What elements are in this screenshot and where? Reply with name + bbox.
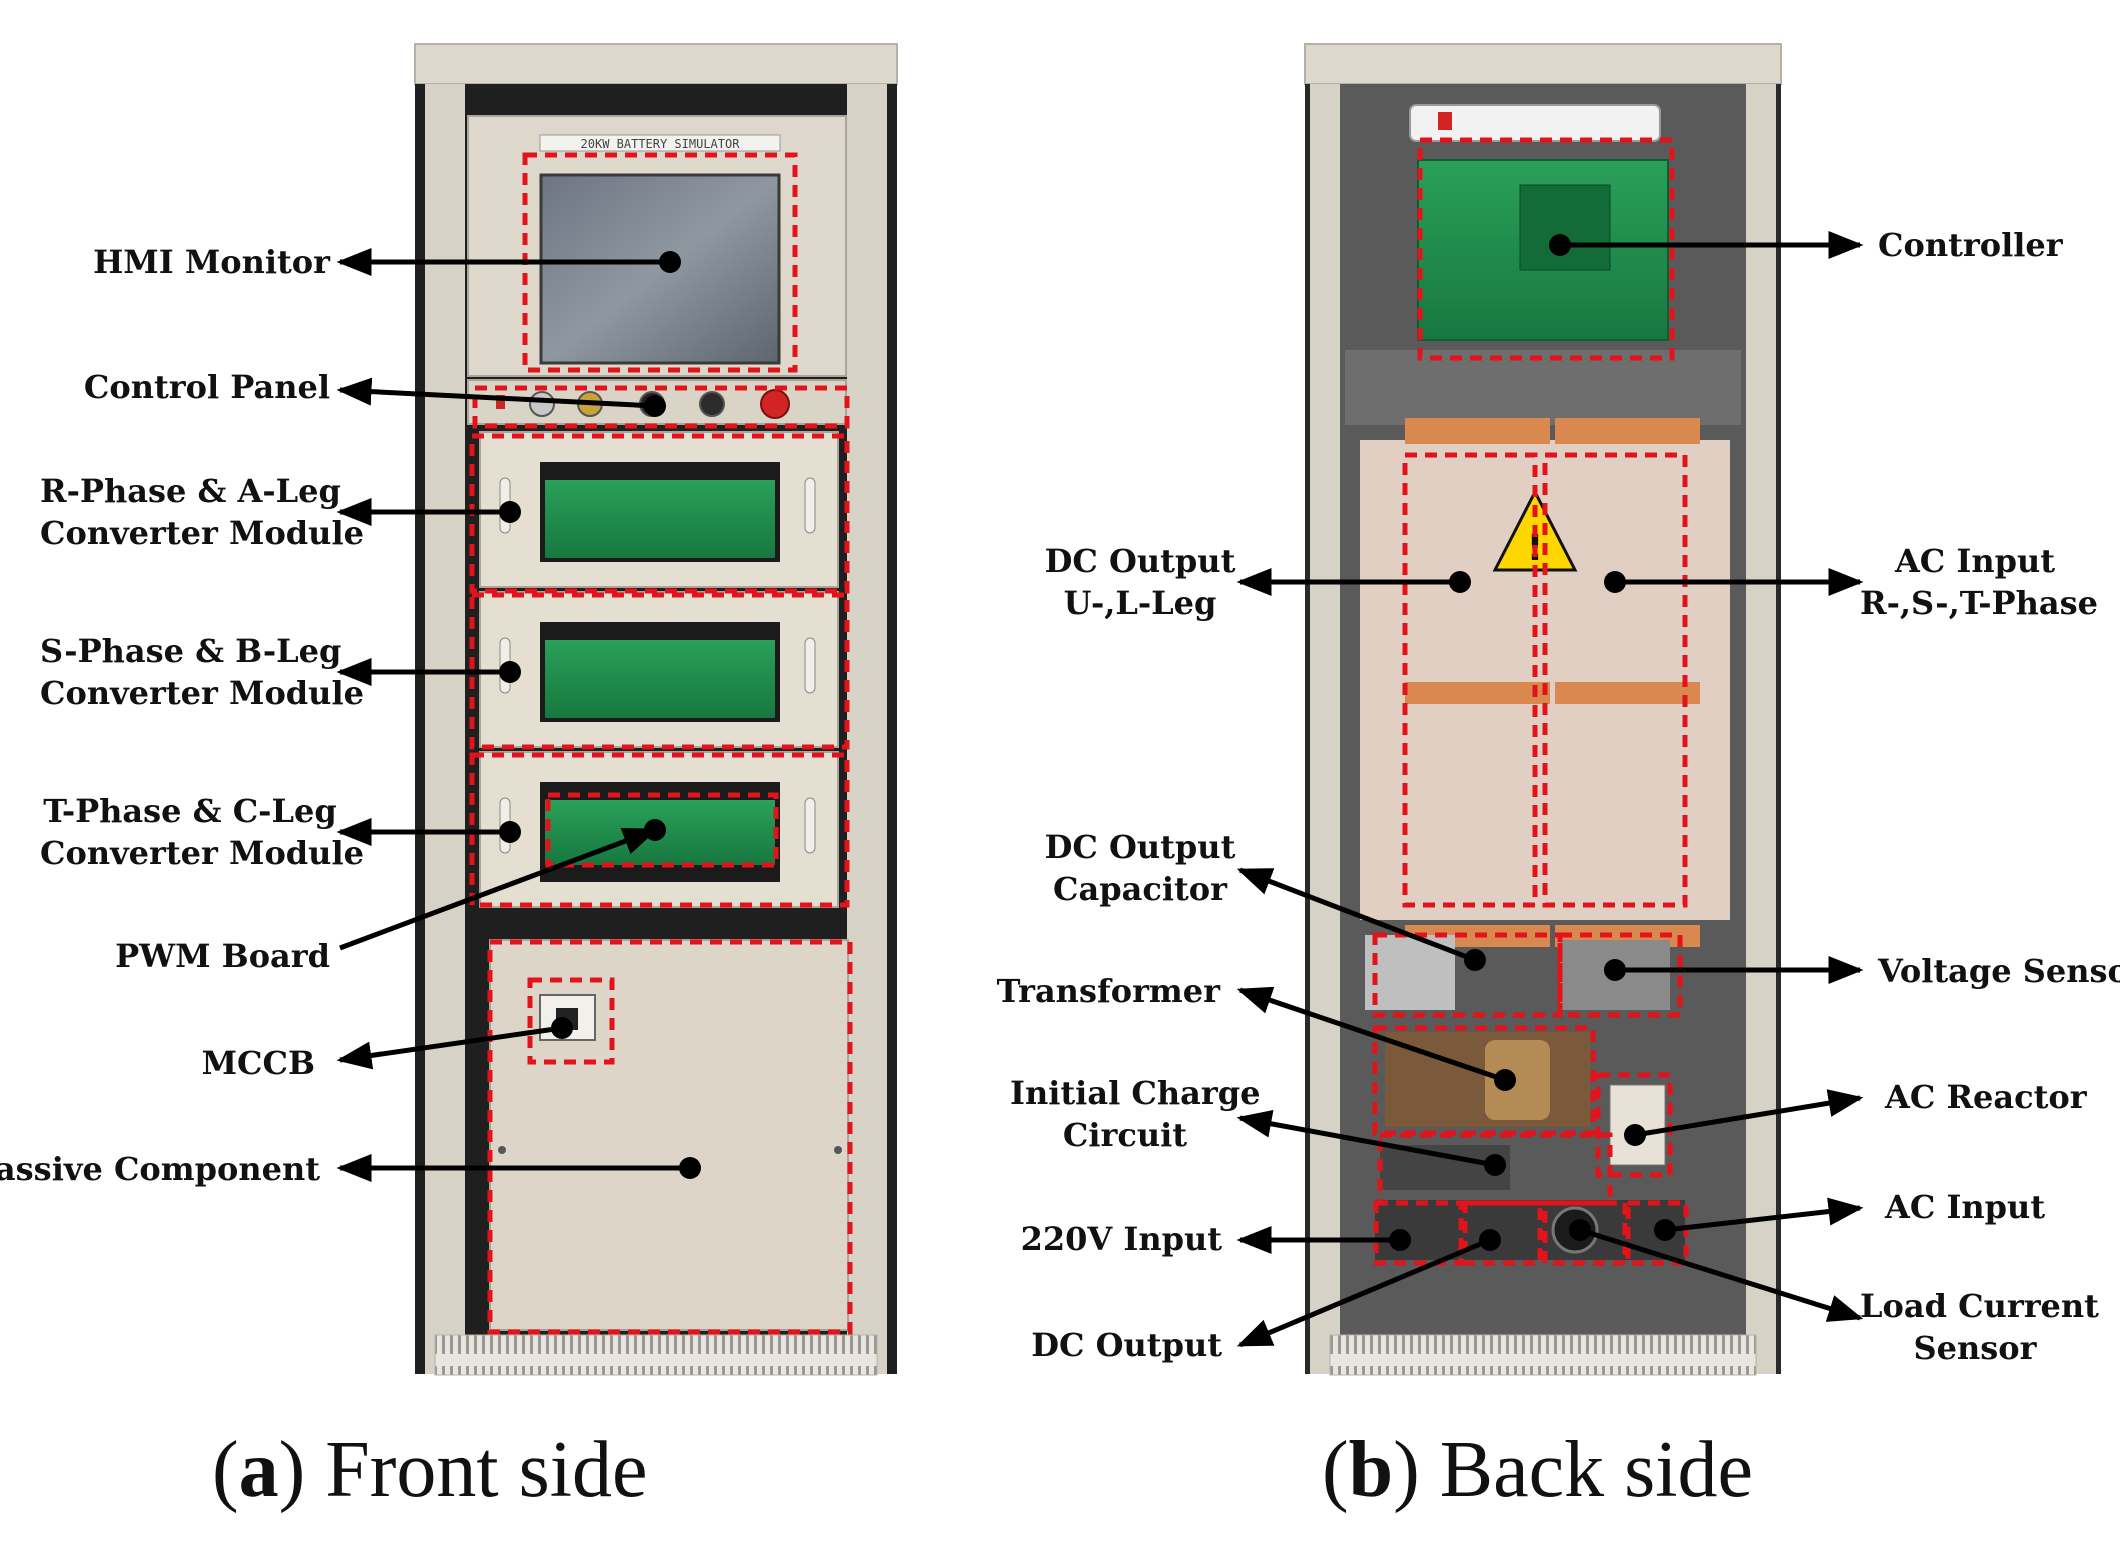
back-arrows — [1236, 231, 1864, 1348]
front-cabinet: 20KW BATTERY SIMULATOR — [414, 43, 898, 1376]
label-passive-component: Passive Component — [0, 1150, 320, 1188]
caption-front-letter: a — [238, 1426, 279, 1514]
passive-door — [489, 939, 849, 1331]
label-ac-reactor: AC Reactor — [1885, 1078, 2087, 1116]
caption-back: (b) Back side — [1322, 1426, 1754, 1514]
label-load-current-sensor: Load Current Sensor — [1860, 1287, 2099, 1367]
label-r-phase-module: R-Phase & A-Leg Converter Module — [40, 472, 364, 552]
label-controller: Controller — [1878, 226, 2063, 264]
label-initial-charge-circuit: Initial Charge Circuit — [1010, 1074, 1261, 1154]
hmi-screen — [539, 173, 781, 365]
label-dc-output-leg: DC Output U-,L-Leg — [1044, 542, 1236, 622]
label-control-panel: Control Panel — [83, 368, 330, 406]
label-mccb: MCCB — [201, 1044, 315, 1082]
converter-module-s — [479, 591, 839, 748]
label-s-phase-module: S-Phase & B-Leg Converter Module — [40, 632, 364, 712]
label-dc-output-capacitor: DC Output Capacitor — [1044, 828, 1236, 908]
label-t-phase-module: T-Phase & C-Leg Converter Module — [40, 792, 364, 872]
caption-front-text: Front side — [325, 1426, 648, 1514]
front-arrow-dots — [499, 251, 701, 1179]
label-ac-input: AC Input — [1885, 1188, 2046, 1226]
label-pwm-board: PWM Board — [115, 937, 330, 975]
caption-back-text: Back side — [1439, 1426, 1754, 1514]
caption-front: (a) Front side — [212, 1426, 648, 1514]
converter-module-r — [479, 431, 839, 588]
caption-back-letter: b — [1348, 1426, 1394, 1514]
label-ac-input-phase: AC Input R-,S-,T-Phase — [1860, 542, 2098, 622]
label-transformer: Transformer — [996, 972, 1220, 1010]
back-arrow-dots — [1389, 234, 1676, 1251]
header-text: 20KW BATTERY SIMULATOR — [581, 137, 741, 151]
label-220v-input: 220V Input — [1020, 1220, 1222, 1258]
label-voltage-sensor: Voltage Sensor — [1878, 952, 2120, 990]
label-dc-output: DC Output — [1031, 1326, 1222, 1364]
back-highlight-boxes — [1372, 137, 1689, 1266]
label-hmi-monitor: HMI Monitor — [93, 243, 330, 281]
front-arrows — [336, 248, 690, 1182]
